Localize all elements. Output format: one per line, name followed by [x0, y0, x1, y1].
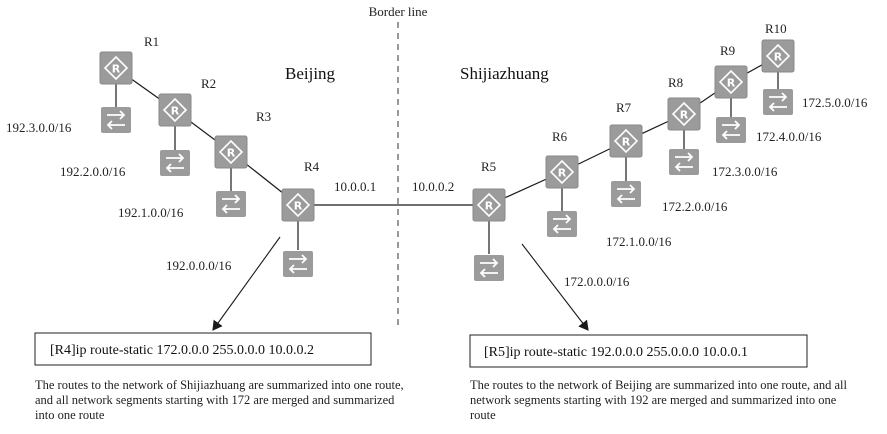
network-label: 192.1.0.0/16	[118, 205, 184, 220]
command-box-r4	[34, 332, 372, 366]
arrow-to-r5-command	[521, 243, 589, 331]
command-r4: [R4]ip route-static 172.0.0.0 255.0.0.0 …	[50, 343, 314, 358]
network-label: 172.4.0.0/16	[756, 129, 822, 144]
router-icon	[609, 124, 643, 158]
network-label: 172.1.0.0/16	[606, 234, 672, 249]
network-label: 192.2.0.0/16	[60, 164, 126, 179]
router-icon	[667, 97, 701, 131]
arrow-to-r4-command	[212, 236, 281, 331]
router-icon	[472, 188, 506, 222]
router-icon	[714, 65, 748, 99]
network-label: 172.3.0.0/16	[712, 164, 778, 179]
switch-icon	[668, 148, 700, 176]
border-label: Border line	[369, 4, 428, 19]
switch-icon	[473, 254, 505, 282]
router-icon	[214, 135, 248, 169]
command-box-r5	[469, 334, 808, 368]
switch-icon	[159, 149, 191, 177]
router-label-r10: R10	[765, 21, 787, 36]
link-ip-r5: 10.0.0.2	[412, 179, 454, 194]
router-label-r5: R5	[481, 159, 496, 174]
city-shijiazhuang: Shijiazhuang	[460, 64, 549, 83]
router-label-r9: R9	[720, 43, 735, 58]
switch-icon	[762, 88, 794, 116]
network-label: 172.0.0.0/16	[564, 274, 630, 289]
network-label: 192.3.0.0/16	[6, 120, 72, 135]
router-label-r4: R4	[304, 159, 320, 174]
switch-icon	[610, 180, 642, 208]
router-label-r6: R6	[552, 129, 568, 144]
command-r5: [R5]ip route-static 192.0.0.0 255.0.0.0 …	[484, 345, 748, 360]
router-label-r8: R8	[668, 75, 683, 90]
router-icon	[545, 155, 579, 189]
switch-icon	[215, 190, 247, 218]
router-icon	[761, 39, 795, 73]
router-label-r7: R7	[616, 100, 632, 115]
link-ip-r4: 10.0.0.1	[334, 179, 376, 194]
city-beijing: Beijing	[285, 64, 336, 83]
router-label-r3: R3	[256, 109, 271, 124]
note-right: The routes to the network of Beijing are…	[470, 378, 847, 422]
note-left: The routes to the network of Shijiazhuan…	[35, 378, 404, 422]
switch-icon	[546, 210, 578, 238]
router-label-r2: R2	[201, 76, 216, 91]
router-label-r1: R1	[144, 34, 159, 49]
network-label: 192.0.0.0/16	[166, 258, 232, 273]
router-icon	[281, 188, 315, 222]
network-label: 172.5.0.0/16	[802, 95, 868, 110]
router-icon	[99, 51, 133, 85]
router-icon	[158, 93, 192, 127]
switch-icon	[715, 116, 747, 144]
switch-icon	[100, 106, 132, 134]
network-label: 172.2.0.0/16	[662, 199, 728, 214]
switch-icon	[282, 250, 314, 278]
